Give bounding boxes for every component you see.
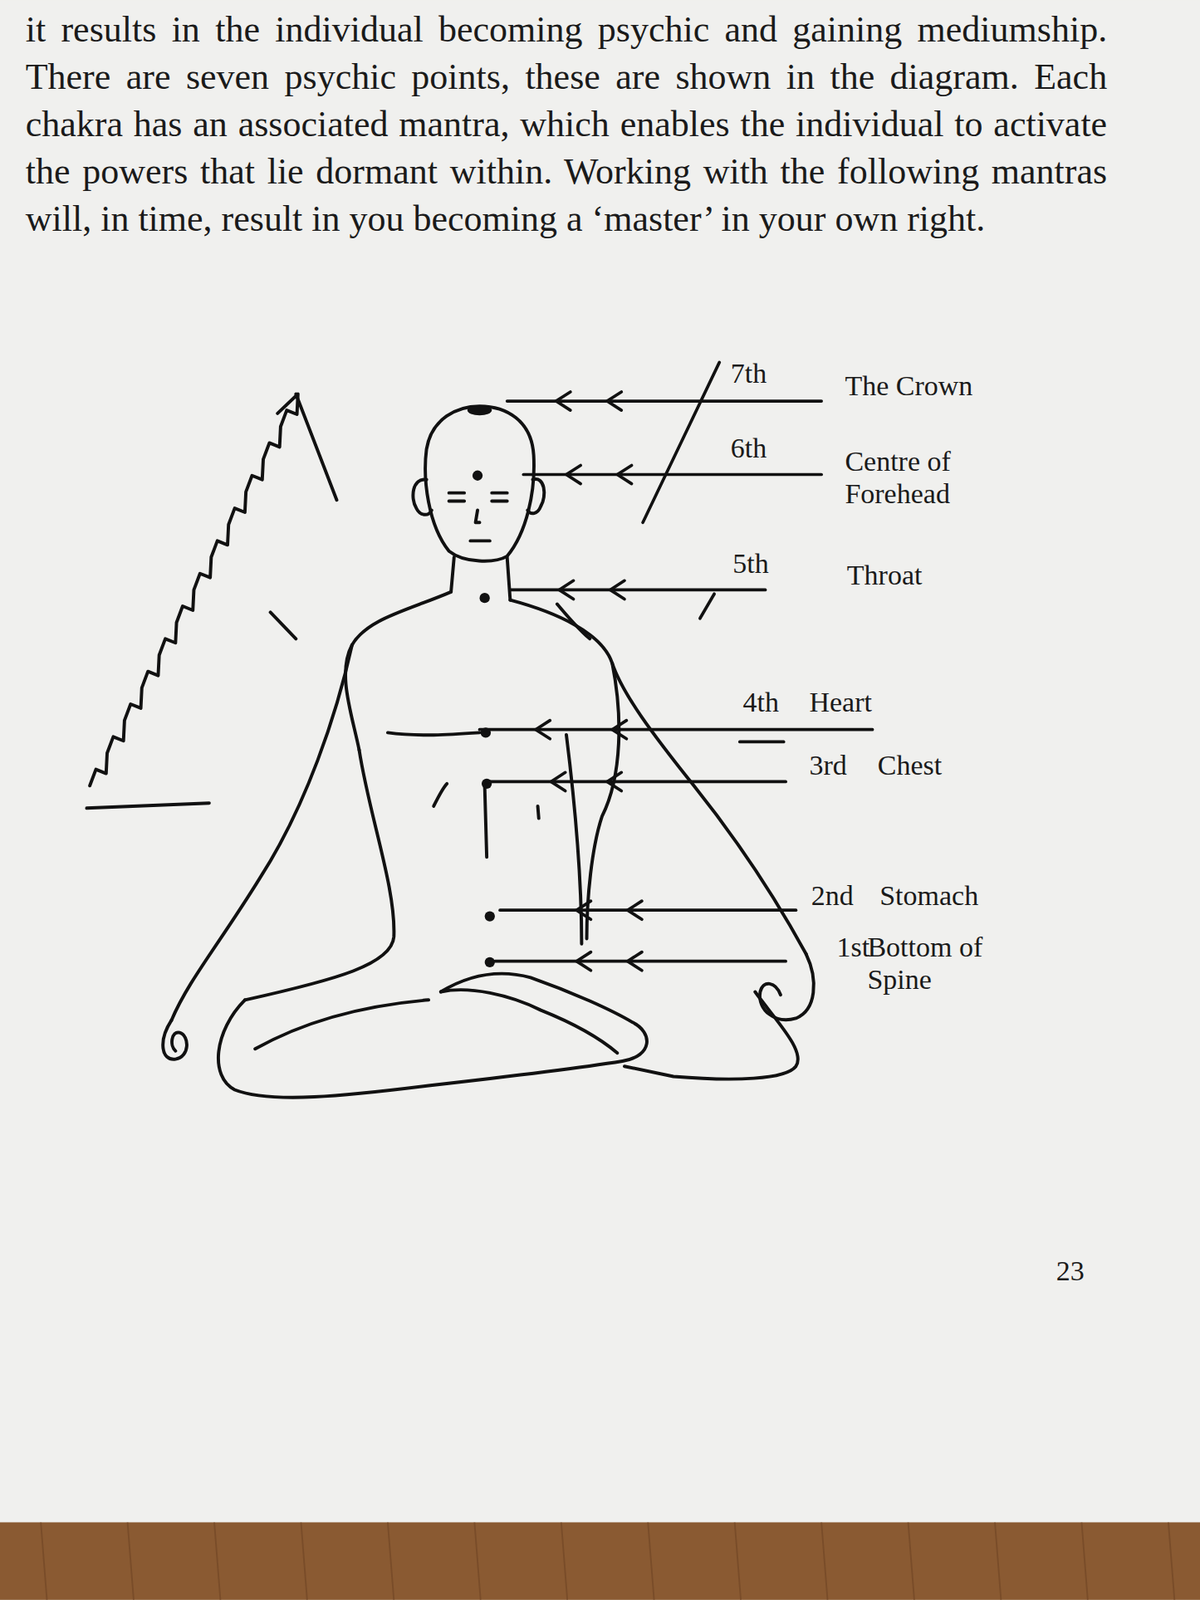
grain-line <box>647 1522 654 1600</box>
grain-line <box>994 1522 1001 1600</box>
arrow-chevron <box>576 952 591 971</box>
grain-line <box>127 1522 134 1600</box>
grain-line <box>908 1522 915 1600</box>
body-paragraph: it results in the individual becoming ps… <box>25 5 1107 243</box>
arrow-chevron <box>556 391 571 411</box>
arrow-chevron <box>627 901 642 920</box>
grain-line <box>734 1522 741 1600</box>
chakra-name: Centre of Forehead <box>844 445 1009 510</box>
arrow-chevron <box>617 465 632 484</box>
chakra-name: Stomach <box>879 879 1033 912</box>
arrow-chevron <box>612 720 627 740</box>
chakra-name: The Crown <box>844 369 1029 402</box>
meditating-figure <box>162 406 814 1098</box>
grain-line <box>821 1522 828 1600</box>
arrow-chevron <box>627 952 642 971</box>
chakra-name: Heart <box>808 685 931 719</box>
chakra-number: 2nd <box>811 879 873 912</box>
page-number: 23 <box>1056 1254 1118 1288</box>
arrow-chevron <box>535 720 550 740</box>
chakra-number: 7th <box>730 357 793 390</box>
grain-line <box>1081 1522 1088 1600</box>
chakra-name: Throat <box>847 558 1011 592</box>
grain-line <box>387 1522 394 1600</box>
arrow-chevron <box>551 772 566 791</box>
chakra-number: 3rd <box>808 749 871 782</box>
arrow-chevron <box>558 580 574 599</box>
chakra-name: Chest <box>877 749 1000 782</box>
arrow-chevron <box>607 391 622 411</box>
grain-line <box>300 1522 307 1600</box>
wood-table <box>0 1522 1200 1600</box>
arrow-chevron <box>610 580 625 599</box>
chakra-name: Bottom of Spine <box>866 930 1000 996</box>
chakra-number: 5th <box>732 547 794 580</box>
arrow-chevron <box>566 465 581 484</box>
chakra-number: 6th <box>730 431 793 465</box>
leader-lines <box>480 362 873 970</box>
grain-line <box>214 1522 221 1600</box>
grain-line <box>1168 1522 1175 1600</box>
chakra-dots <box>467 405 495 968</box>
staircase-symbol <box>86 393 337 809</box>
chakra-number: 4th <box>743 685 805 719</box>
wood-grain <box>40 1522 1175 1600</box>
arrow-chevron <box>576 901 591 920</box>
grain-line <box>474 1522 480 1600</box>
arrow-chevron <box>607 772 622 791</box>
grain-line <box>40 1522 47 1600</box>
grain-line <box>561 1522 568 1600</box>
staircase-zigzag <box>89 393 299 786</box>
